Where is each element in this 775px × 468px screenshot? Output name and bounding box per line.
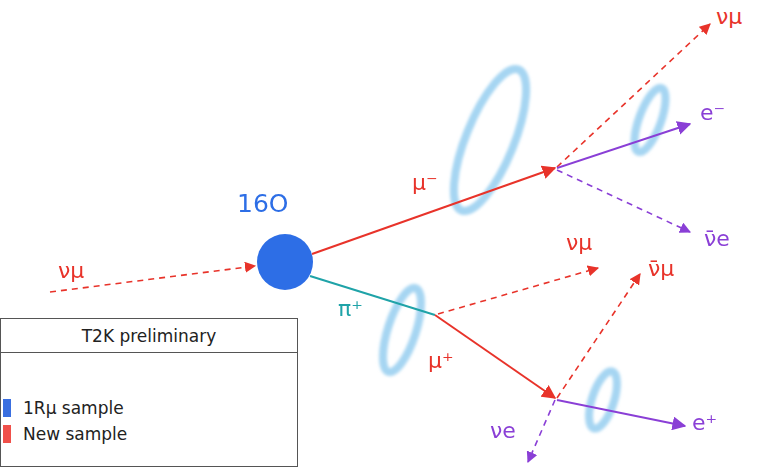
legend-row: 1Rμ sample xyxy=(3,395,297,421)
muon-track xyxy=(312,168,555,254)
legend-heading: T2K preliminary xyxy=(1,319,297,353)
neutrino-track xyxy=(557,274,640,398)
particle-label: μ⁺ xyxy=(428,348,454,373)
legend-row: New sample xyxy=(3,421,297,447)
particle-label: νe xyxy=(490,418,516,443)
legend-swatch xyxy=(3,425,11,443)
electron-track xyxy=(557,124,690,168)
positron-track xyxy=(557,400,685,426)
particle-label: νμ xyxy=(58,258,84,283)
particle-label: e⁻ xyxy=(700,100,725,125)
neutrino-track xyxy=(438,268,598,314)
particle-label: e⁺ xyxy=(692,410,717,435)
pion-track xyxy=(310,276,435,315)
particle-label: π⁺ xyxy=(338,296,363,321)
neutrino-track xyxy=(528,400,555,462)
neutrino-track xyxy=(557,170,690,232)
particle-label: ν̄e xyxy=(704,226,730,251)
legend-swatch xyxy=(3,399,11,417)
nucleus-circle: 16O xyxy=(257,234,313,290)
neutrino-track xyxy=(557,24,710,167)
cherenkov-ring xyxy=(375,61,672,432)
particle-label: μ⁻ xyxy=(412,170,438,195)
legend-text: New sample xyxy=(23,424,127,444)
legend-box: T2K preliminary 1Rμ sampleNew sample xyxy=(0,318,298,467)
legend-text: 1Rμ sample xyxy=(23,398,124,418)
particle-label: ν̄μ xyxy=(648,256,674,281)
nucleus-label: 16O xyxy=(237,190,289,218)
particle-label: νμ xyxy=(566,230,592,255)
particle-label: νμ xyxy=(716,4,742,29)
